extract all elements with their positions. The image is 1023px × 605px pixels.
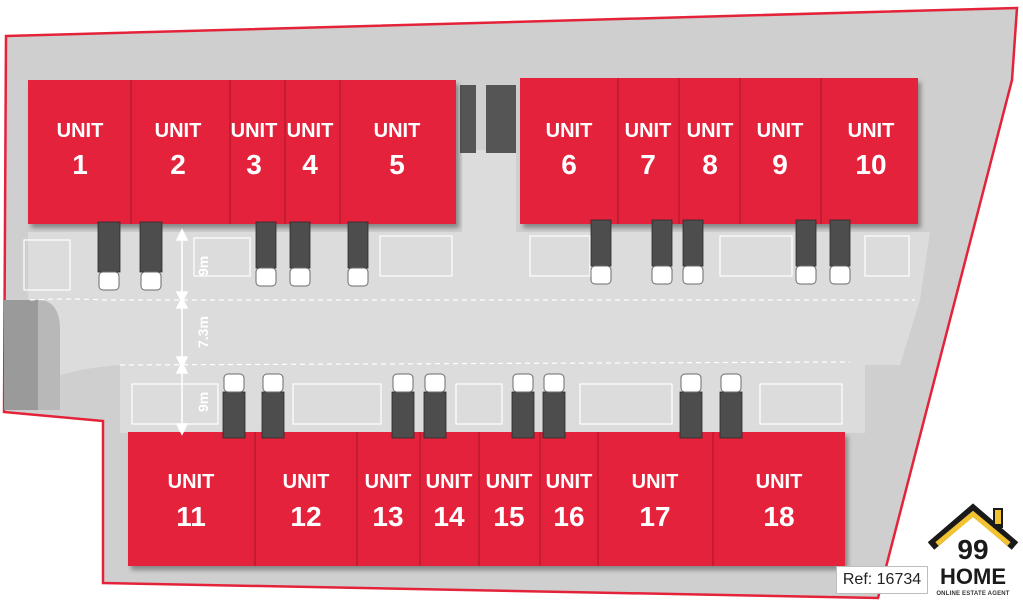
dimension-lines <box>175 228 189 436</box>
van <box>829 219 851 267</box>
unit-11-number: 11 <box>176 501 206 532</box>
site-entrance <box>4 300 38 410</box>
van <box>682 219 704 267</box>
van <box>542 391 566 439</box>
van <box>261 391 285 439</box>
unit-3-number: 3 <box>246 149 262 180</box>
unit-17-label: UNIT <box>632 471 679 493</box>
unit-18-label: UNIT <box>756 471 803 493</box>
unit-3-label: UNIT <box>231 120 278 142</box>
unit-13-number: 13 <box>372 501 403 532</box>
unit-labels: UNIT 1 UNIT 2 UNIT 3 UNIT 4 UNIT 5 UNIT … <box>57 120 895 532</box>
unit-16-number: 16 <box>553 501 584 532</box>
unit-1-label: UNIT <box>57 120 104 142</box>
reference-badge: Ref: 16734 <box>836 566 928 594</box>
van <box>651 219 673 267</box>
van <box>139 221 163 273</box>
unit-8-label: UNIT <box>687 120 734 142</box>
unit-7-label: UNIT <box>625 120 672 142</box>
road-markings <box>29 298 915 366</box>
dimension-lower-bay: 9m <box>195 392 211 412</box>
unit-block-11-18 <box>128 432 845 566</box>
van <box>222 391 246 439</box>
unit-11-label: UNIT <box>168 471 215 493</box>
unit-18-number: 18 <box>763 501 794 532</box>
unit-4-number: 4 <box>302 149 318 180</box>
van <box>255 221 277 269</box>
logo-number: 99 <box>957 534 989 565</box>
central-bay-right <box>486 85 516 153</box>
unit-dividers <box>130 78 822 566</box>
house-roof-icon <box>927 503 1019 550</box>
van <box>590 219 612 267</box>
van <box>347 221 369 269</box>
van <box>97 221 121 273</box>
unit-12-label: UNIT <box>283 471 330 493</box>
unit-4-label: UNIT <box>287 120 334 142</box>
unit-10-label: UNIT <box>848 120 895 142</box>
unit-5-number: 5 <box>389 149 405 180</box>
unit-16-label: UNIT <box>546 471 593 493</box>
unit-15-number: 15 <box>493 501 524 532</box>
unit-1-number: 1 <box>72 149 88 180</box>
vehicles <box>97 219 851 439</box>
unit-14-number: 14 <box>433 501 465 532</box>
unit-17-number: 17 <box>639 501 670 532</box>
unit-14-label: UNIT <box>426 471 473 493</box>
van <box>719 391 743 439</box>
unit-8-number: 8 <box>702 149 718 180</box>
unit-block-6-10 <box>520 78 918 224</box>
unit-12-number: 12 <box>290 501 321 532</box>
unit-15-label: UNIT <box>486 471 533 493</box>
dimension-upper-bay: 9m <box>195 256 211 276</box>
parking-bays <box>23 235 910 425</box>
van <box>795 219 817 267</box>
van <box>289 221 311 269</box>
dimension-road-width: 7.3m <box>195 316 211 348</box>
logo-tagline: ONLINE ESTATE AGENT <box>936 591 1010 597</box>
van <box>679 391 703 439</box>
van <box>391 391 415 439</box>
unit-6-number: 6 <box>561 149 577 180</box>
unit-10-number: 10 <box>855 149 886 180</box>
unit-9-label: UNIT <box>757 120 804 142</box>
van <box>511 391 535 439</box>
unit-2-number: 2 <box>170 149 186 180</box>
unit-2-label: UNIT <box>155 120 202 142</box>
unit-13-label: UNIT <box>365 471 412 493</box>
unit-block-1-5 <box>28 80 456 224</box>
unit-6-label: UNIT <box>546 120 593 142</box>
unit-5-label: UNIT <box>374 120 421 142</box>
central-bay-left <box>460 85 476 153</box>
unit-7-number: 7 <box>640 149 656 180</box>
logo-brand: HOME <box>940 564 1006 589</box>
unit-9-number: 9 <box>772 149 788 180</box>
reference-text: Ref: 16734 <box>842 571 922 588</box>
company-logo: 99 HOME ONLINE ESTATE AGENT <box>925 500 1021 604</box>
vehicle-cabs <box>98 265 851 393</box>
van <box>423 391 447 439</box>
